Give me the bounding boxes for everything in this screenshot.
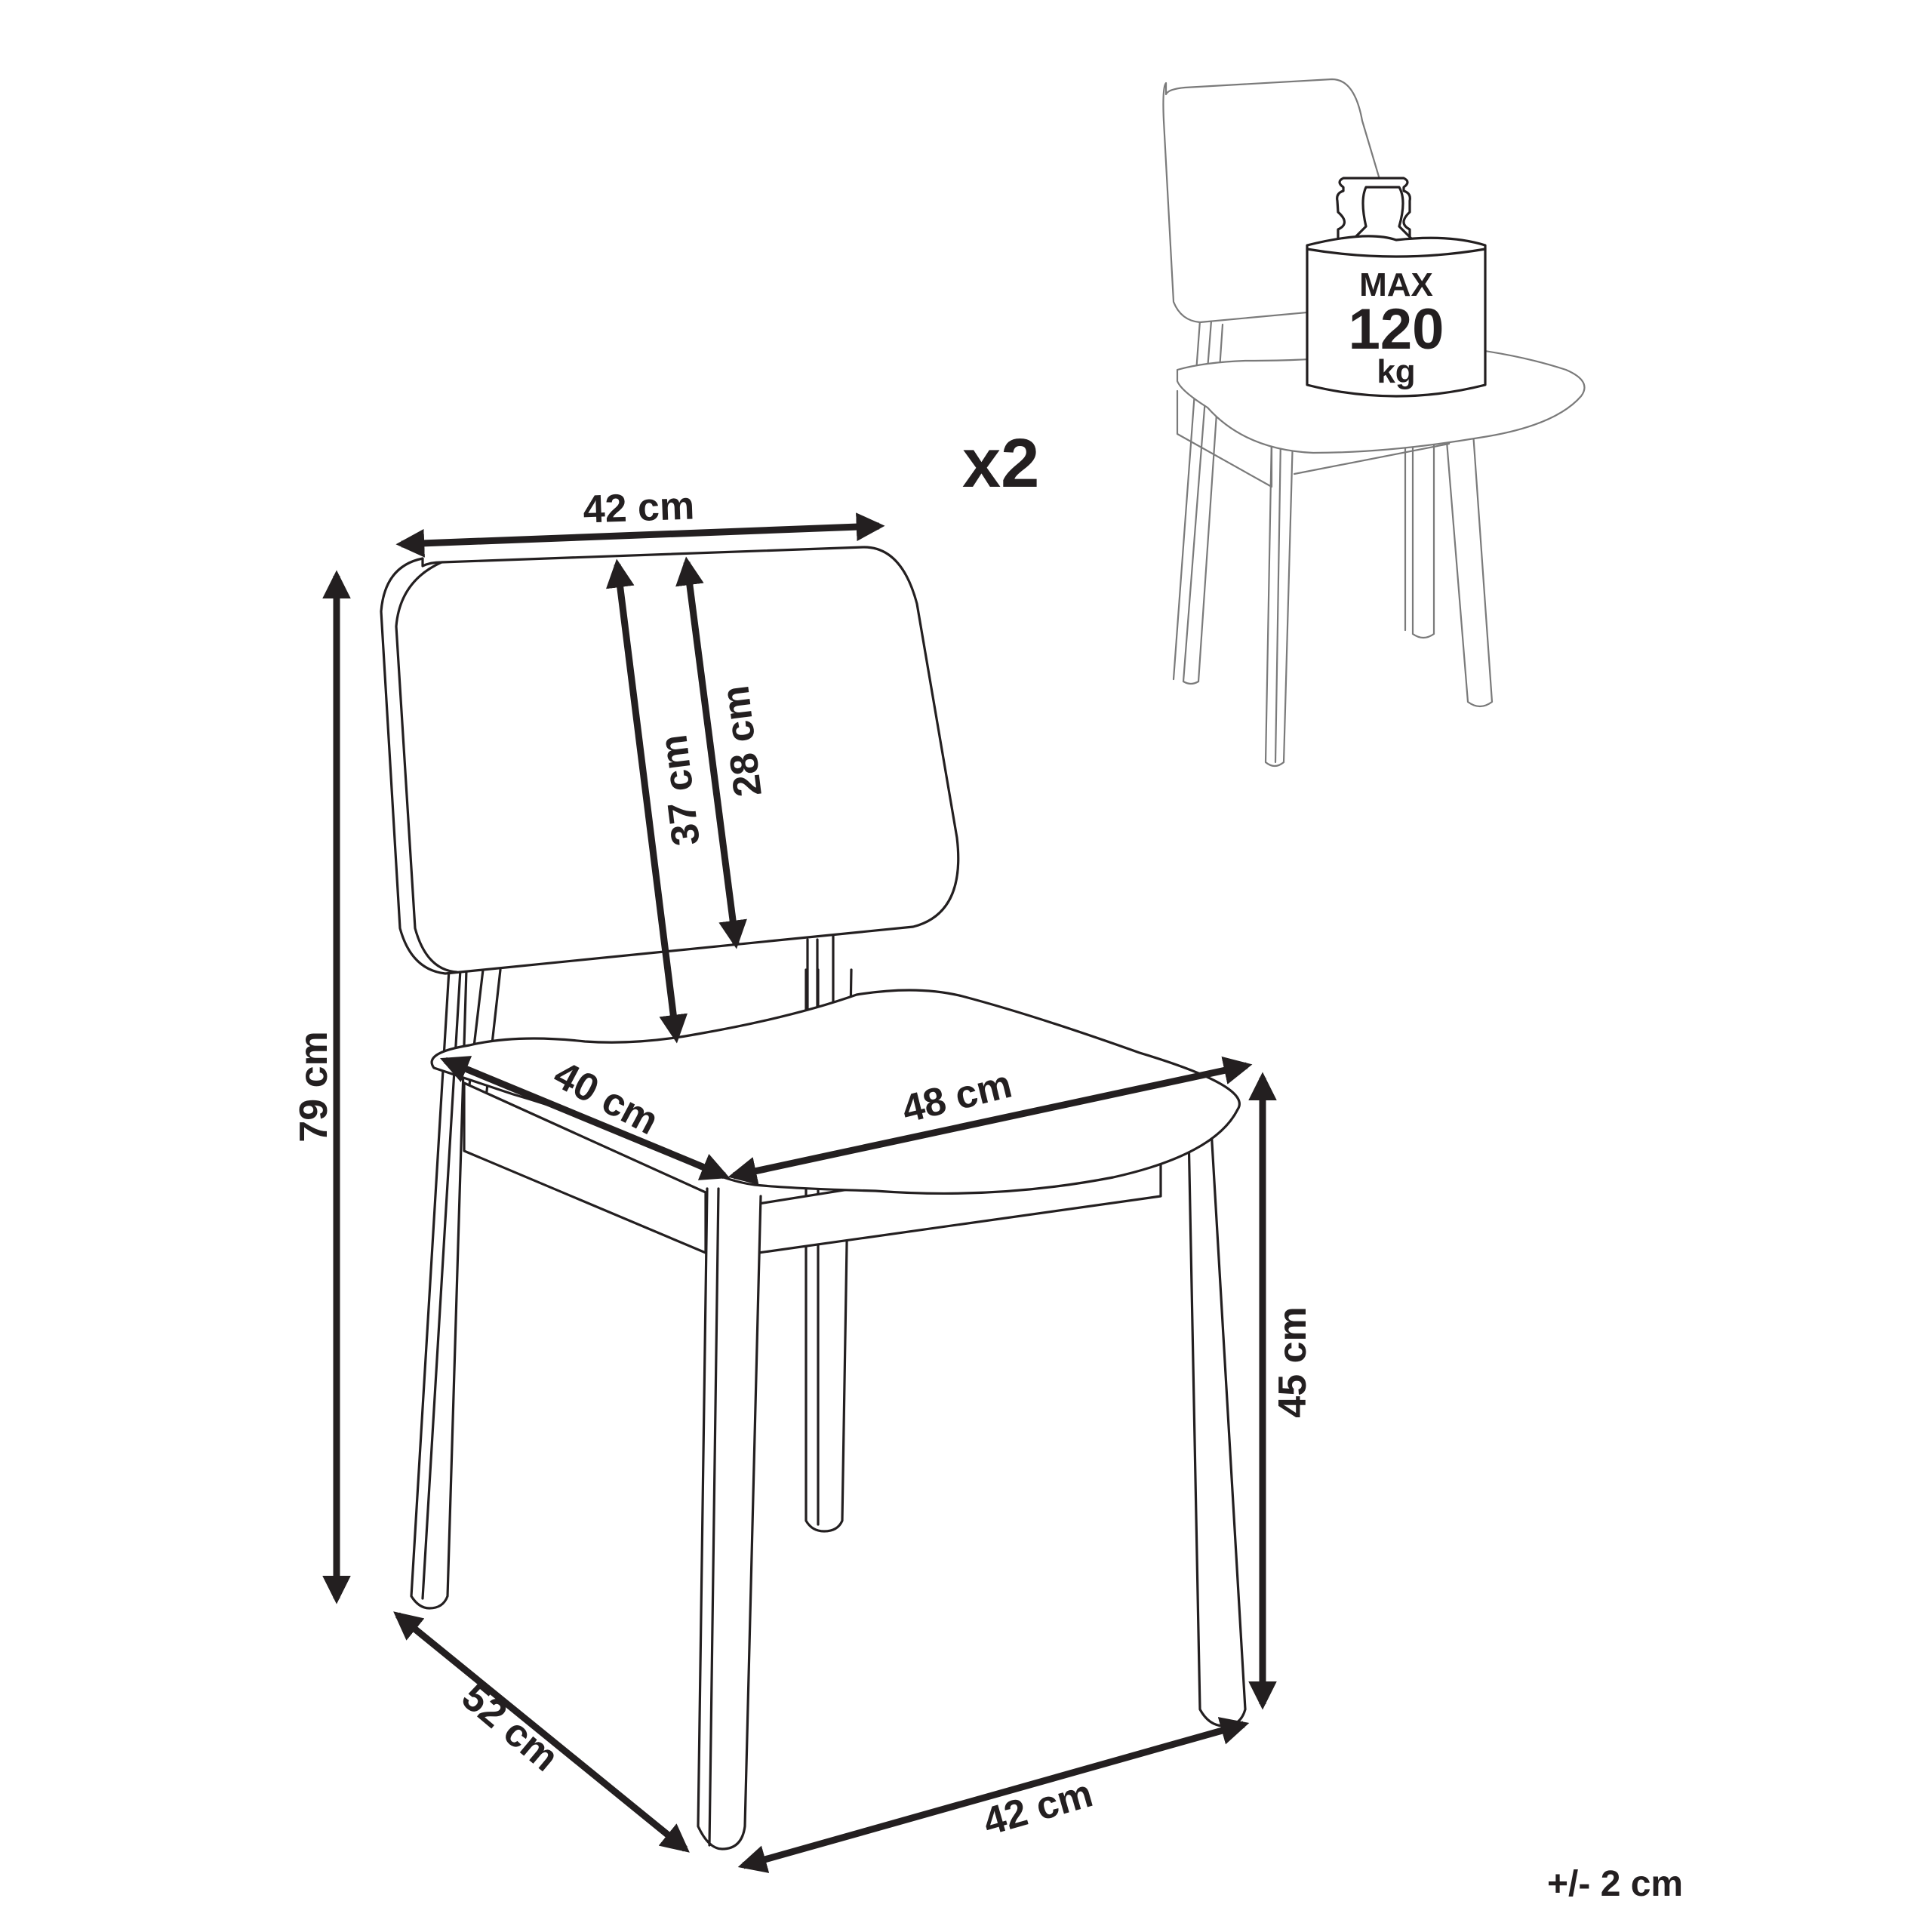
backrest-width-label: 42 cm xyxy=(583,484,695,531)
footprint-depth-arrow xyxy=(393,1611,690,1853)
backrest-panel-height-arrow xyxy=(675,556,747,949)
backrest-total-height-arrow xyxy=(605,558,688,1044)
reference-chair-illustration: MAX 120 kg xyxy=(1162,78,1586,768)
tolerance-note: +/- 2 cm xyxy=(1547,1864,1683,1904)
quantity-label: x2 xyxy=(962,425,1039,502)
main-chair-illustration xyxy=(380,546,1247,1850)
seat-width-arrow xyxy=(728,1056,1253,1186)
max-weight-icon: MAX 120 kg xyxy=(1306,177,1487,398)
seat-height-label: 45 cm xyxy=(1271,1306,1315,1417)
total-height-label: 79 cm xyxy=(292,1031,336,1142)
dimension-lines xyxy=(322,512,1277,1873)
weight-badge-max: MAX xyxy=(1359,266,1433,303)
backrest-width-arrow xyxy=(395,512,885,558)
weight-badge-unit: kg xyxy=(1377,353,1415,390)
weight-badge-value: 120 xyxy=(1349,297,1444,361)
footprint-width-arrow xyxy=(737,1717,1250,1873)
seat-depth-arrow xyxy=(440,1056,730,1180)
footprint-depth-label: 52 cm xyxy=(454,1675,567,1780)
